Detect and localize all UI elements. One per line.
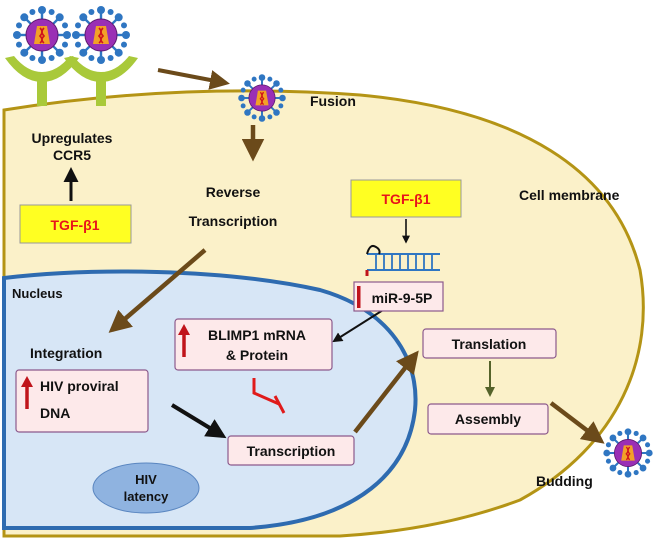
blimp1-box [174, 318, 333, 371]
ccr5-receptor-left [5, 56, 79, 106]
ccr5-label: CCR5 [53, 147, 91, 163]
blimp1-upregulated-icon [178, 324, 190, 357]
hiv-virion-right [70, 4, 132, 66]
budding-label: Budding [536, 473, 593, 489]
integration-label: Integration [30, 345, 102, 361]
translation-label: Translation [452, 336, 527, 352]
inhibition-bar [273, 395, 286, 414]
blimp1-label-line2: & Protein [226, 347, 288, 363]
hiv-latency-label-2: latency [124, 489, 170, 504]
assembly-box [427, 403, 549, 435]
reverse-transcription-label: Transcription [189, 213, 278, 229]
mirna-hairpin-icon [365, 244, 440, 276]
mir-box [353, 281, 444, 312]
hiv-proviral-label: HIV proviral [40, 378, 119, 394]
translation-box [422, 328, 557, 359]
cell-membrane-label: Cell membrane [519, 187, 620, 203]
hiv-proviral-box [15, 369, 149, 433]
tgf-beta1-label-right: TGF-β1 [382, 191, 431, 207]
arrow-transcription-to-translation [353, 350, 419, 434]
dna-label: DNA [40, 405, 70, 421]
blimp1-label-line1: BLIMP1 mRNA [208, 327, 306, 343]
hiv-virion-budding [602, 427, 654, 479]
nucleus-label: Nucleus [12, 286, 63, 301]
arrow-to-fusion [157, 68, 230, 90]
hiv-virion-fusion [237, 73, 287, 123]
arrow-rt-to-integration [108, 248, 207, 333]
arrow-provirus-to-transcription [170, 403, 227, 439]
fusion-label: Fusion [310, 93, 356, 109]
mir-label: miR-9-5P [372, 290, 433, 306]
hiv-virion-left [11, 4, 73, 66]
arrow-mir-to-blimp1 [332, 309, 384, 343]
tgf-beta1-box-right [350, 179, 462, 218]
hiv-latency-ellipse [92, 462, 200, 514]
upregulated-arrow-icon [21, 376, 33, 409]
transcription-box [227, 435, 355, 466]
transcription-label: Transcription [247, 443, 336, 459]
tgf-beta1-label-left: TGF-β1 [51, 217, 100, 233]
tgf-beta1-box-left [19, 204, 132, 244]
reverse-label: Reverse [206, 184, 261, 200]
arrow-assembly-to-budding [549, 401, 605, 444]
upregulates-label: Upregulates [32, 130, 113, 146]
ccr5-receptor-right [64, 56, 138, 106]
assembly-label: Assembly [455, 411, 521, 427]
mir-downregulated-icon [357, 286, 361, 308]
hiv-latency-label-1: HIV [135, 472, 157, 487]
inhibition-blimp1-transcription [252, 378, 280, 406]
